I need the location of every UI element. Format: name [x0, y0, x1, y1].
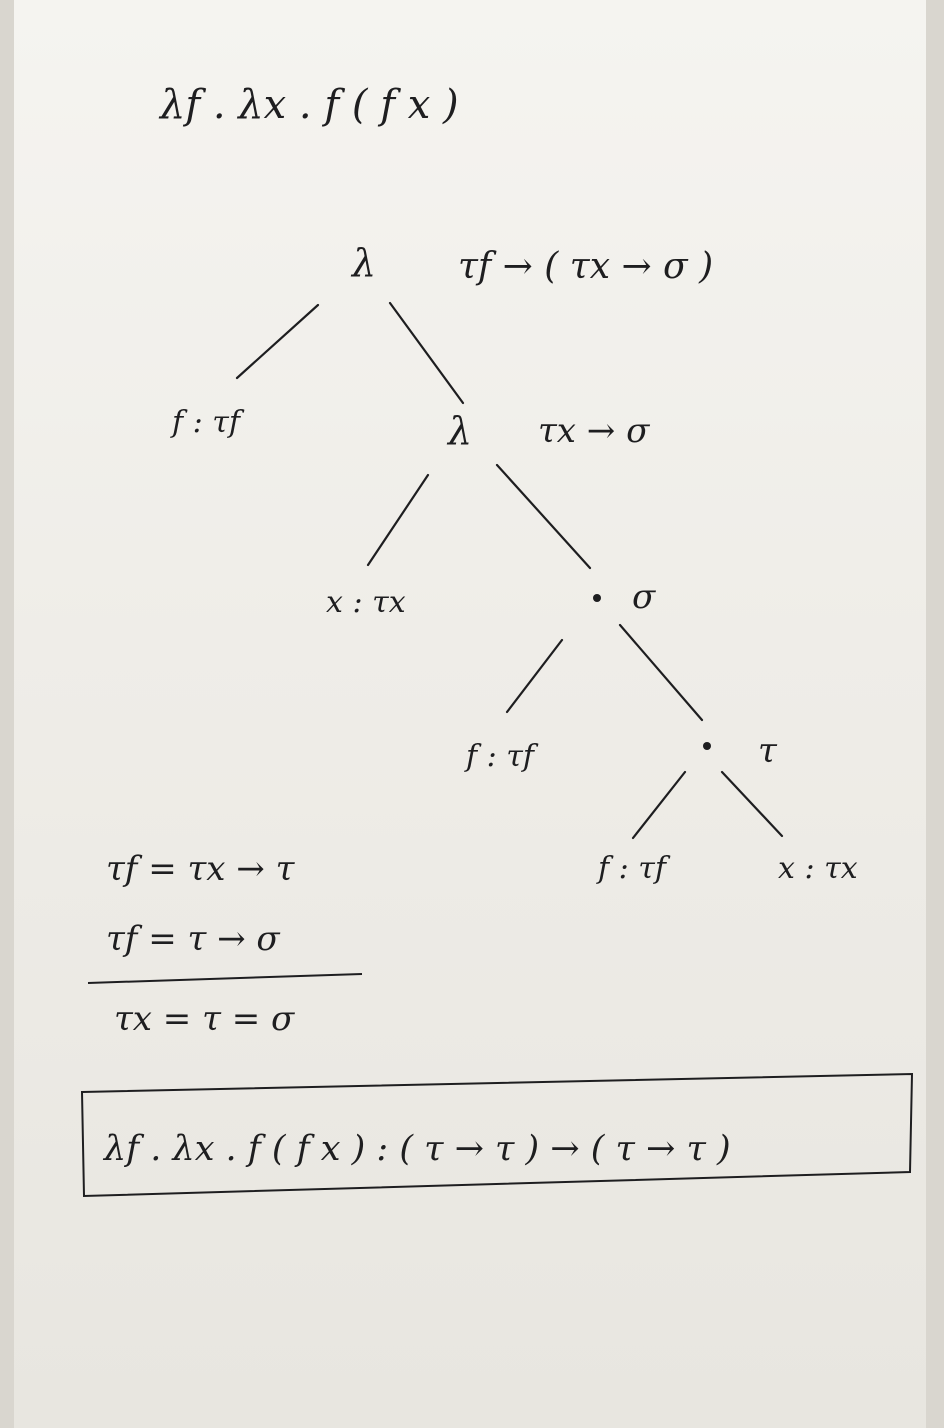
leaf-x2: x : τx: [778, 851, 858, 886]
result-box: [80, 1072, 914, 1198]
equation-2: τf = τ → σ: [106, 919, 280, 959]
leaf-f1: f : τf: [170, 405, 245, 440]
node-app1-dot: [593, 594, 601, 602]
equation-result: τx = τ = σ: [114, 999, 295, 1039]
edge-app2-f3: [631, 770, 687, 840]
node-app1-type: σ: [632, 577, 656, 617]
node-root-symbol: λ: [350, 241, 376, 285]
final-typing-judgement: λf . λx . f ( f x ) : ( τ → τ ) → ( τ → …: [102, 1129, 731, 1169]
leaf-f2: f : τf: [464, 739, 539, 774]
node-lam2-type: τx → σ: [538, 411, 650, 451]
edge-root-lam2: [388, 301, 465, 405]
edge-app1-app2: [618, 623, 704, 722]
edge-app2-x2: [720, 770, 784, 838]
lambda-term-title: λf . λx . f ( f x ): [158, 82, 459, 128]
edge-lam2-app1: [495, 463, 592, 570]
leaf-f3: f : τf: [596, 851, 671, 886]
node-app2-dot: [703, 742, 711, 750]
node-app2-type: τ: [758, 731, 778, 771]
equation-1: τf = τx → τ: [106, 849, 296, 889]
node-lam2-symbol: λ: [446, 409, 472, 453]
node-root-type: τf → ( τx → σ ): [458, 246, 713, 287]
edge-app1-f2: [505, 638, 564, 714]
paper-sheet: [14, 0, 926, 1428]
leaf-x1: x : τx: [326, 585, 406, 620]
equation-divider: [87, 973, 363, 984]
edge-root-f1: [235, 303, 320, 380]
edge-lam2-x1: [366, 473, 430, 567]
